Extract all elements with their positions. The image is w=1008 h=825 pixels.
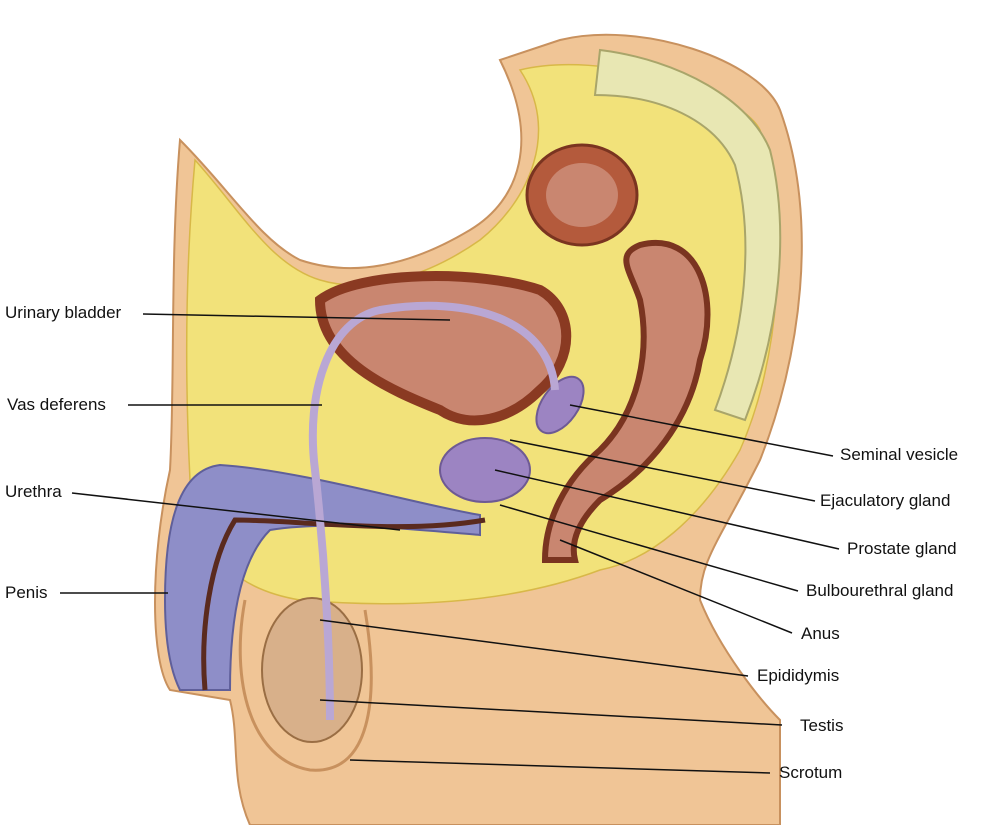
label-scrotum: Scrotum [779, 763, 843, 782]
label-anus: Anus [801, 624, 840, 643]
label-vas-deferens: Vas deferens [7, 395, 106, 414]
leader-urinary-bladder [142, 313, 451, 321]
scrotum-shape [238, 599, 373, 772]
leader-urethra [71, 492, 401, 531]
label-bulbourethral-gland: Bulbourethral gland [806, 581, 954, 600]
label-seminal-vesicle: Seminal vesicle [840, 445, 959, 464]
label-urethra: Urethra [5, 482, 62, 501]
testis-shape [261, 597, 363, 743]
label-testis: Testis [800, 716, 844, 735]
leader-ejaculatory-gland [509, 439, 816, 502]
prostate-shape [439, 437, 531, 503]
sacrum [593, 48, 782, 422]
label-penis: Penis [5, 583, 48, 602]
leader-epididymis [319, 619, 749, 677]
urethra-shape [201, 517, 486, 691]
label-ejaculatory-gland: Ejaculatory gland [820, 491, 951, 510]
colon-lumen [546, 163, 618, 227]
leader-bulbourethral-gland [499, 504, 799, 592]
label-epididymis: Epididymis [757, 666, 840, 685]
seminal-vesicle-shape [535, 375, 585, 435]
leader-seminal-vesicle [569, 404, 834, 457]
leader-anus [559, 539, 793, 634]
rectum [541, 240, 711, 563]
leader-scrotum [349, 759, 771, 774]
leader-prostate-gland [494, 469, 840, 550]
vas-deferens-shape [308, 301, 559, 721]
leader-testis [319, 699, 783, 726]
label-prostate-gland: Prostate gland [847, 539, 957, 558]
label-urinary-bladder: Urinary bladder [5, 303, 122, 322]
